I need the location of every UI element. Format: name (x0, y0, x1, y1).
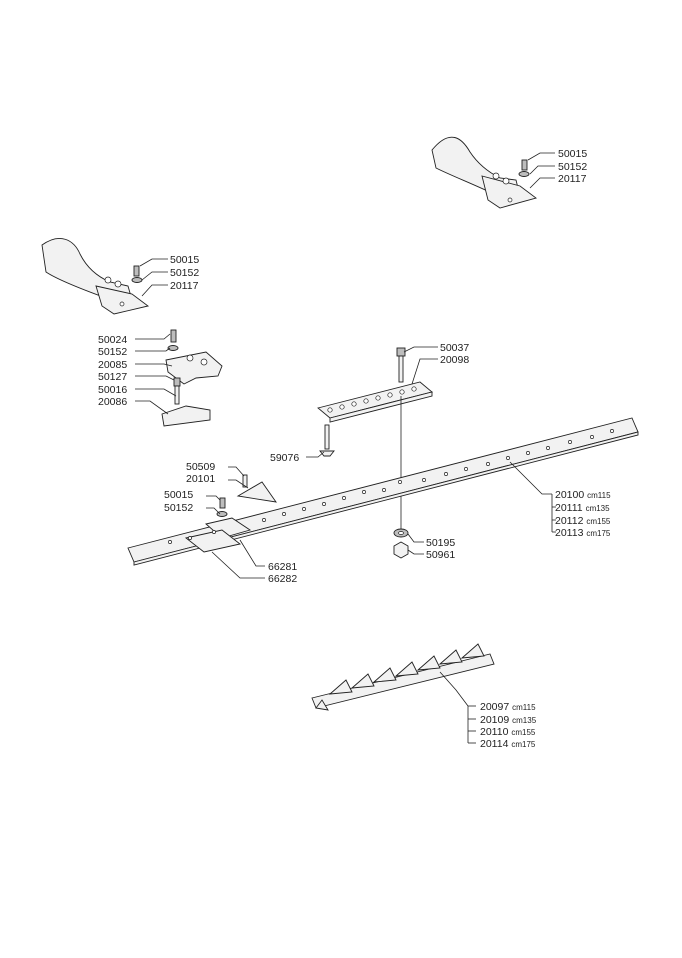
label-plate-1: 66282 (268, 573, 297, 585)
end-plates (168, 517, 265, 579)
label-bracket-1: 50152 (98, 346, 127, 358)
label-guide-0: 50509 (186, 461, 215, 473)
label-bar-0: 20100 cm115 (555, 489, 611, 501)
cutter-bar (127, 417, 639, 566)
label-clamp-1: 20098 (440, 354, 469, 366)
label-knife-1: 20109 cm135 (480, 714, 537, 726)
skid-shoe-top-right (431, 136, 555, 209)
label-top-right-2: 20117 (558, 173, 587, 185)
label-bracket-0: 50024 (98, 334, 127, 346)
label-guide-2: 50015 (164, 489, 193, 501)
knife-guide (206, 466, 277, 517)
label-bracket-5: 20086 (98, 396, 127, 408)
label-nut-1: 50961 (426, 549, 455, 561)
washer-nut (393, 528, 424, 559)
sickle-knife (311, 643, 495, 744)
label-nut-0: 50195 (426, 537, 455, 549)
label-bar-1: 20111 cm135 (555, 502, 610, 514)
label-guide-1: 20101 (186, 473, 215, 485)
bar-clamp-plate (317, 346, 438, 530)
label-bracket-3: 50127 (98, 371, 127, 383)
label-top-left-0: 50015 (170, 254, 199, 266)
label-bolt-59076: 59076 (270, 452, 299, 464)
label-top-right-1: 50152 (558, 161, 587, 173)
label-bar-3: 20113 cm175 (555, 527, 611, 539)
label-bracket-2: 20085 (98, 359, 127, 371)
skid-shoe-top-left (41, 237, 168, 315)
label-top-left-1: 50152 (170, 267, 199, 279)
label-plate-0: 66281 (268, 561, 297, 573)
label-top-right-0: 50015 (558, 148, 587, 160)
label-clamp-0: 50037 (440, 342, 469, 354)
label-guide-3: 50152 (164, 502, 193, 514)
label-top-left-2: 20117 (170, 280, 199, 292)
label-knife-3: 20114 cm175 (480, 738, 536, 750)
label-knife-0: 20097 cm115 (480, 701, 536, 713)
label-bracket-4: 50016 (98, 384, 127, 396)
bracket-assembly (135, 329, 223, 427)
label-knife-2: 20110 cm155 (480, 726, 536, 738)
label-bar-2: 20112 cm155 (555, 515, 611, 527)
countersunk-bolt (306, 424, 335, 458)
